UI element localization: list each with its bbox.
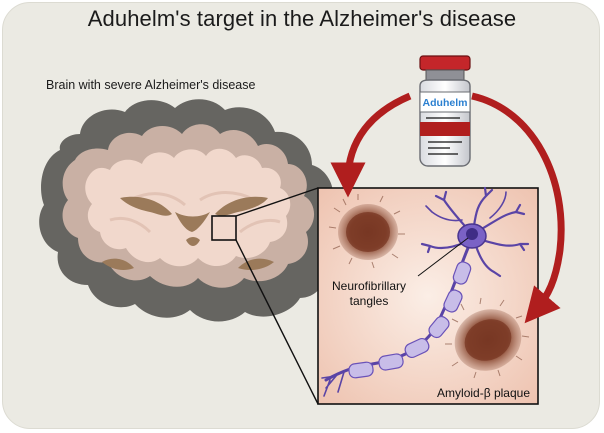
amyloid-plaque-label: Amyloid-β plaque xyxy=(437,386,530,400)
zoom-box xyxy=(211,215,237,241)
aduhelm-vial xyxy=(419,55,471,167)
myelin-sheath xyxy=(348,261,472,379)
brain-ventricles xyxy=(120,196,268,246)
neurofibrillary-label-line1: Neurofibrillary xyxy=(332,279,406,293)
brain-label: Brain with severe Alzheimer's disease xyxy=(46,78,256,92)
tangles-pointer xyxy=(417,237,469,277)
arrow-to-lower-plaque xyxy=(471,92,565,324)
amyloid-plaque-upper xyxy=(328,194,405,269)
vial-label: Aduhelm xyxy=(423,97,468,109)
arrow-to-upper-plaque xyxy=(330,92,412,198)
diagram-title: Aduhelm's target in the Alzheimer's dise… xyxy=(87,6,517,31)
amyloid-plaque-lower xyxy=(445,297,530,379)
neurofibrillary-label-line2: tangles xyxy=(350,294,389,308)
inset-panel xyxy=(317,186,539,405)
brain-illustration xyxy=(39,99,337,322)
